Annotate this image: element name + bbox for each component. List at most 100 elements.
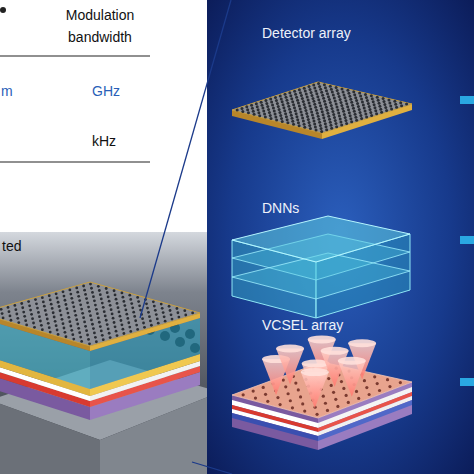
- detector-pixel: [304, 90, 307, 93]
- detector-pixel: [83, 321, 86, 324]
- detector-pixel: [145, 302, 148, 305]
- detector-pixel: [55, 324, 58, 327]
- detector-pixel: [383, 100, 386, 103]
- detector-pixel: [376, 96, 379, 99]
- detector-pixel: [353, 110, 356, 113]
- detector-pixel: [67, 312, 70, 315]
- detector-pixel: [357, 105, 360, 108]
- detector-pixel: [325, 125, 328, 128]
- detector-pixel: [122, 300, 125, 303]
- detector-pixel: [51, 307, 54, 310]
- detector-pixel: [330, 384, 333, 387]
- detector-pixel: [79, 336, 82, 339]
- beam-cone: [276, 348, 304, 384]
- detector-pixel: [336, 89, 339, 92]
- detector-pixel: [257, 108, 260, 111]
- detector-pixel: [245, 105, 248, 108]
- detector-pixel: [142, 322, 145, 325]
- detector-pixel: [247, 111, 250, 114]
- detector-pixel: [320, 127, 323, 130]
- detector-pixel: [252, 110, 255, 113]
- detector-pixel: [91, 323, 94, 326]
- detector-pixel: [345, 122, 348, 125]
- detector-pixel: [300, 94, 303, 97]
- detector-pixel: [317, 118, 320, 121]
- detector-pixel: [24, 319, 27, 322]
- laser-beams: [262, 335, 376, 408]
- detector-pixel: [103, 310, 106, 313]
- detector-pixel: [311, 94, 314, 97]
- detector-pixel: [294, 109, 297, 112]
- detector-pixel: [169, 309, 172, 312]
- detector-pixel: [171, 318, 174, 321]
- detector-pixel: [388, 101, 391, 104]
- detector-pixel: [315, 129, 318, 132]
- detector-pixel: [385, 109, 388, 112]
- detector-pixel: [90, 319, 93, 322]
- detector-pixel: [305, 112, 308, 115]
- detector-pixel: [282, 106, 285, 109]
- detector-pixel: [61, 318, 64, 321]
- detector-pixel: [303, 126, 306, 129]
- detector-pixel: [97, 285, 100, 288]
- detector-pixel: [94, 336, 97, 339]
- detector-pixel: [384, 106, 387, 109]
- detector-pixel: [275, 118, 278, 121]
- detector-pixel: [65, 335, 68, 338]
- detector-pixel: [362, 103, 365, 106]
- detector-pixel: [371, 97, 374, 100]
- detector-pixel: [349, 114, 352, 117]
- detector-pixel: [346, 89, 349, 92]
- detector-pixel: [354, 96, 357, 99]
- detector-pixel: [246, 108, 249, 111]
- detector-pixel: [308, 121, 311, 124]
- detector-pixel: [37, 311, 40, 314]
- detector-pixel: [292, 123, 295, 126]
- zoom-lines: [140, 0, 232, 474]
- detector-pixel: [319, 124, 322, 127]
- detector-pixel: [324, 402, 327, 405]
- detector-pixel: [285, 96, 288, 99]
- detector-pixel: [369, 108, 372, 111]
- detector-pixel: [359, 114, 362, 117]
- detector-pixel: [359, 111, 362, 114]
- detector-pixel: [299, 91, 302, 94]
- detector-pixel: [343, 96, 346, 99]
- detector-pixel: [41, 328, 44, 331]
- detector-pixel: [315, 92, 318, 95]
- detector-pixel: [115, 298, 118, 301]
- detector-pixel: [377, 99, 380, 102]
- detector-pixel: [285, 99, 288, 102]
- detector-pixel: [29, 309, 32, 312]
- detector-pixel: [288, 108, 291, 111]
- detector-pixel: [40, 324, 43, 327]
- detector-pixel: [92, 327, 95, 330]
- detector-pixel: [276, 396, 279, 399]
- detector-pixel: [340, 380, 343, 383]
- detector-pixel: [321, 94, 324, 97]
- detector-pixel: [326, 409, 329, 412]
- detector-pixel: [70, 329, 73, 332]
- detector-pixel: [293, 106, 296, 109]
- detector-pixel: [303, 103, 306, 106]
- detector-pixel: [306, 115, 309, 118]
- detector-pixel: [295, 112, 298, 115]
- detector-pixel: [277, 105, 280, 108]
- detector-pixel: [236, 108, 239, 111]
- detector-pixel: [286, 102, 289, 105]
- detector-pixel: [347, 401, 350, 404]
- detector-pixel: [365, 115, 368, 118]
- detector-pixel: [322, 97, 325, 100]
- detector-pixel: [318, 101, 321, 104]
- detector-pixel: [71, 301, 74, 304]
- detector-pixel: [113, 289, 116, 292]
- detector-pixel: [302, 120, 305, 123]
- detector-pixel: [363, 106, 366, 109]
- detector-pixel: [360, 98, 363, 101]
- detector-pixel: [319, 104, 322, 107]
- detector-pixel: [329, 121, 332, 124]
- detector-pixel: [342, 387, 345, 390]
- detector-pixel: [340, 101, 343, 104]
- detector-pixel: [278, 108, 281, 111]
- detector-pixel: [57, 301, 60, 304]
